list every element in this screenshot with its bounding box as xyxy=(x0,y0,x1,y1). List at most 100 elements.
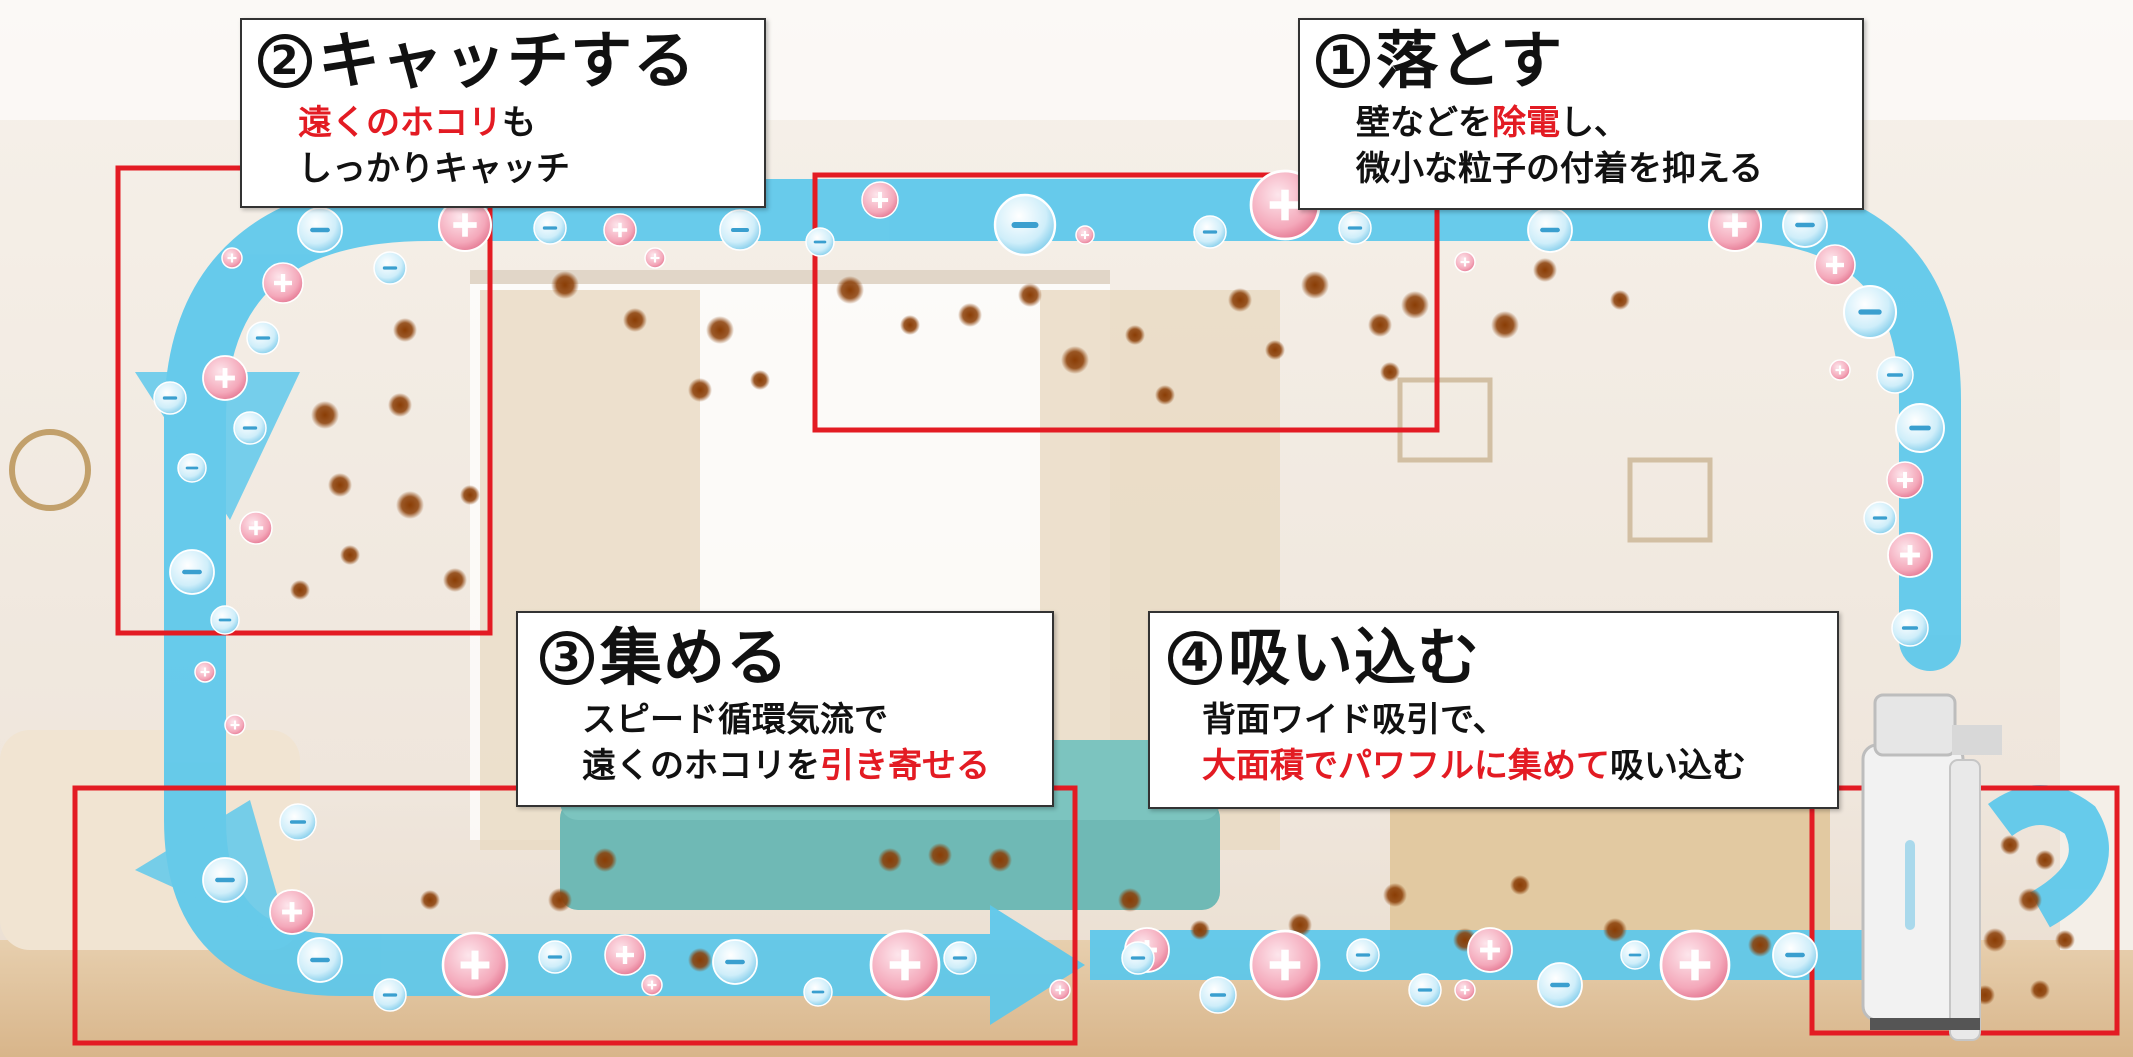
step-text-segment: し、 xyxy=(1560,103,1628,143)
step-box-suck: 4 吸い込む 背面ワイド吸引で、 大面積でパワフルに集めて吸い込む xyxy=(1148,611,1839,809)
step-number: 4 xyxy=(1168,631,1222,685)
plus-ion-icon xyxy=(224,714,246,736)
step-title-text: 落とす xyxy=(1376,24,1564,97)
dust-particle-icon xyxy=(1383,883,1407,907)
step-description: 壁などを除電し、 微小な粒子の付着を抑える xyxy=(1316,100,1846,192)
minus-ion-icon xyxy=(1772,932,1818,978)
step-description: 背面ワイド吸引で、 大面積でパワフルに集めて吸い込む xyxy=(1168,697,1819,789)
plus-ion-icon xyxy=(1049,979,1071,1001)
dust-particle-icon xyxy=(900,315,920,335)
dust-particle-icon xyxy=(396,491,424,519)
dust-particle-icon xyxy=(328,473,352,497)
step-text-segment: スピード循環気流で xyxy=(582,700,888,740)
dust-particle-icon xyxy=(290,580,310,600)
plus-ion-icon xyxy=(603,213,637,247)
step-text-segment: 吸い込む xyxy=(1610,746,1746,786)
dust-particle-icon xyxy=(1190,920,1210,940)
step-title: 3 集める xyxy=(540,627,1030,689)
step-box-drop: 1 落とす 壁などを除電し、 微小な粒子の付着を抑える xyxy=(1298,18,1864,210)
minus-ion-icon xyxy=(169,549,215,595)
minus-ion-icon xyxy=(210,605,240,635)
dust-particle-icon xyxy=(393,318,417,342)
step-description: スピード循環気流で 遠くのホコリを引き寄せる xyxy=(540,697,1030,789)
step-title: 4 吸い込む xyxy=(1168,627,1819,689)
dust-particle-icon xyxy=(1368,313,1392,337)
dust-particle-icon xyxy=(928,843,952,867)
plus-ion-icon xyxy=(869,929,941,1001)
minus-ion-icon xyxy=(805,227,835,257)
minus-ion-icon xyxy=(1338,211,1372,245)
minus-ion-icon xyxy=(1895,403,1945,453)
plus-ion-icon xyxy=(604,934,646,976)
step-description-line: 遠くのホコリを引き寄せる xyxy=(582,743,1030,789)
dust-particle-icon xyxy=(1125,325,1145,345)
step-number: 3 xyxy=(540,631,594,685)
plus-ion-icon xyxy=(861,181,899,219)
plus-ion-icon xyxy=(437,197,493,253)
step-box-collect: 3 集める スピード循環気流で 遠くのホコリを引き寄せる xyxy=(516,611,1054,807)
dust-particle-icon xyxy=(311,401,339,429)
plus-ion-icon xyxy=(202,355,248,401)
dust-particle-icon xyxy=(1380,362,1400,382)
minus-ion-icon xyxy=(297,207,343,253)
step-text-segment: も xyxy=(502,103,536,143)
dust-particle-icon xyxy=(2000,835,2020,855)
dust-particle-icon xyxy=(2018,888,2042,912)
plus-ion-icon xyxy=(269,889,315,935)
dust-particle-icon xyxy=(623,308,647,332)
plus-ion-icon xyxy=(1814,244,1856,286)
step-description: 遠くのホコリも しっかりキャッチ xyxy=(258,100,748,192)
minus-ion-icon xyxy=(1842,284,1898,340)
step-title-text: 吸い込む xyxy=(1228,621,1481,694)
minus-ion-icon xyxy=(153,381,187,415)
plus-ion-icon xyxy=(1467,927,1513,973)
minus-ion-icon xyxy=(1346,938,1380,972)
dust-particle-icon xyxy=(1533,258,1557,282)
step-text-segment: 遠くのホコリを xyxy=(582,746,820,786)
minus-ion-icon xyxy=(1782,202,1828,248)
dust-particle-icon xyxy=(388,393,412,417)
minus-ion-icon xyxy=(538,940,572,974)
step-title: 1 落とす xyxy=(1316,30,1846,92)
plus-ion-icon xyxy=(194,661,216,683)
minus-ion-icon xyxy=(533,211,567,245)
dust-particle-icon xyxy=(551,271,579,299)
plus-ion-icon xyxy=(641,974,663,996)
plus-ion-icon xyxy=(1454,979,1476,1001)
step-number: 1 xyxy=(1316,34,1370,88)
dust-particle-icon xyxy=(1118,888,1142,912)
minus-ion-icon xyxy=(803,977,833,1007)
minus-ion-icon xyxy=(373,251,407,285)
minus-ion-icon xyxy=(1863,501,1897,535)
dust-particle-icon xyxy=(1610,290,1630,310)
dust-particle-icon xyxy=(443,568,467,592)
step-number: 2 xyxy=(258,34,312,88)
dust-particles xyxy=(290,258,2075,1005)
step-description-line: 背面ワイド吸引で、 xyxy=(1202,697,1819,743)
step-description-line: スピード循環気流で xyxy=(582,697,1030,743)
minus-ion-icon xyxy=(1193,215,1227,249)
minus-ion-icon xyxy=(1620,940,1650,970)
minus-ion-icon xyxy=(233,411,267,445)
dust-particle-icon xyxy=(1510,875,1530,895)
step-text-segment: 引き寄せる xyxy=(820,746,990,786)
minus-ion-icon xyxy=(1527,207,1573,253)
step-text-segment: 大面積でパワフルに集めて xyxy=(1202,746,1610,786)
plus-ion-icon xyxy=(1075,225,1095,245)
dust-particle-icon xyxy=(958,303,982,327)
dust-particle-icon xyxy=(878,848,902,872)
step-text-segment: 壁などを xyxy=(1356,103,1492,143)
dust-particle-icon xyxy=(1018,283,1042,307)
step-text-segment: 微小な粒子の付着を抑える xyxy=(1356,149,1763,189)
dust-particle-icon xyxy=(1401,291,1429,319)
plus-ion-icon xyxy=(1887,532,1933,578)
step-title-text: 集める xyxy=(600,621,790,694)
minus-ion-icon xyxy=(1408,973,1442,1007)
minus-ion-icon xyxy=(1121,941,1155,975)
dust-particle-icon xyxy=(988,848,1012,872)
dust-particle-icon xyxy=(706,316,734,344)
minus-ion-icon xyxy=(297,937,343,983)
step-title-text: キャッチする xyxy=(318,24,697,97)
dust-particle-icon xyxy=(420,890,440,910)
step-text-segment: しっかりキャッチ xyxy=(298,149,570,189)
